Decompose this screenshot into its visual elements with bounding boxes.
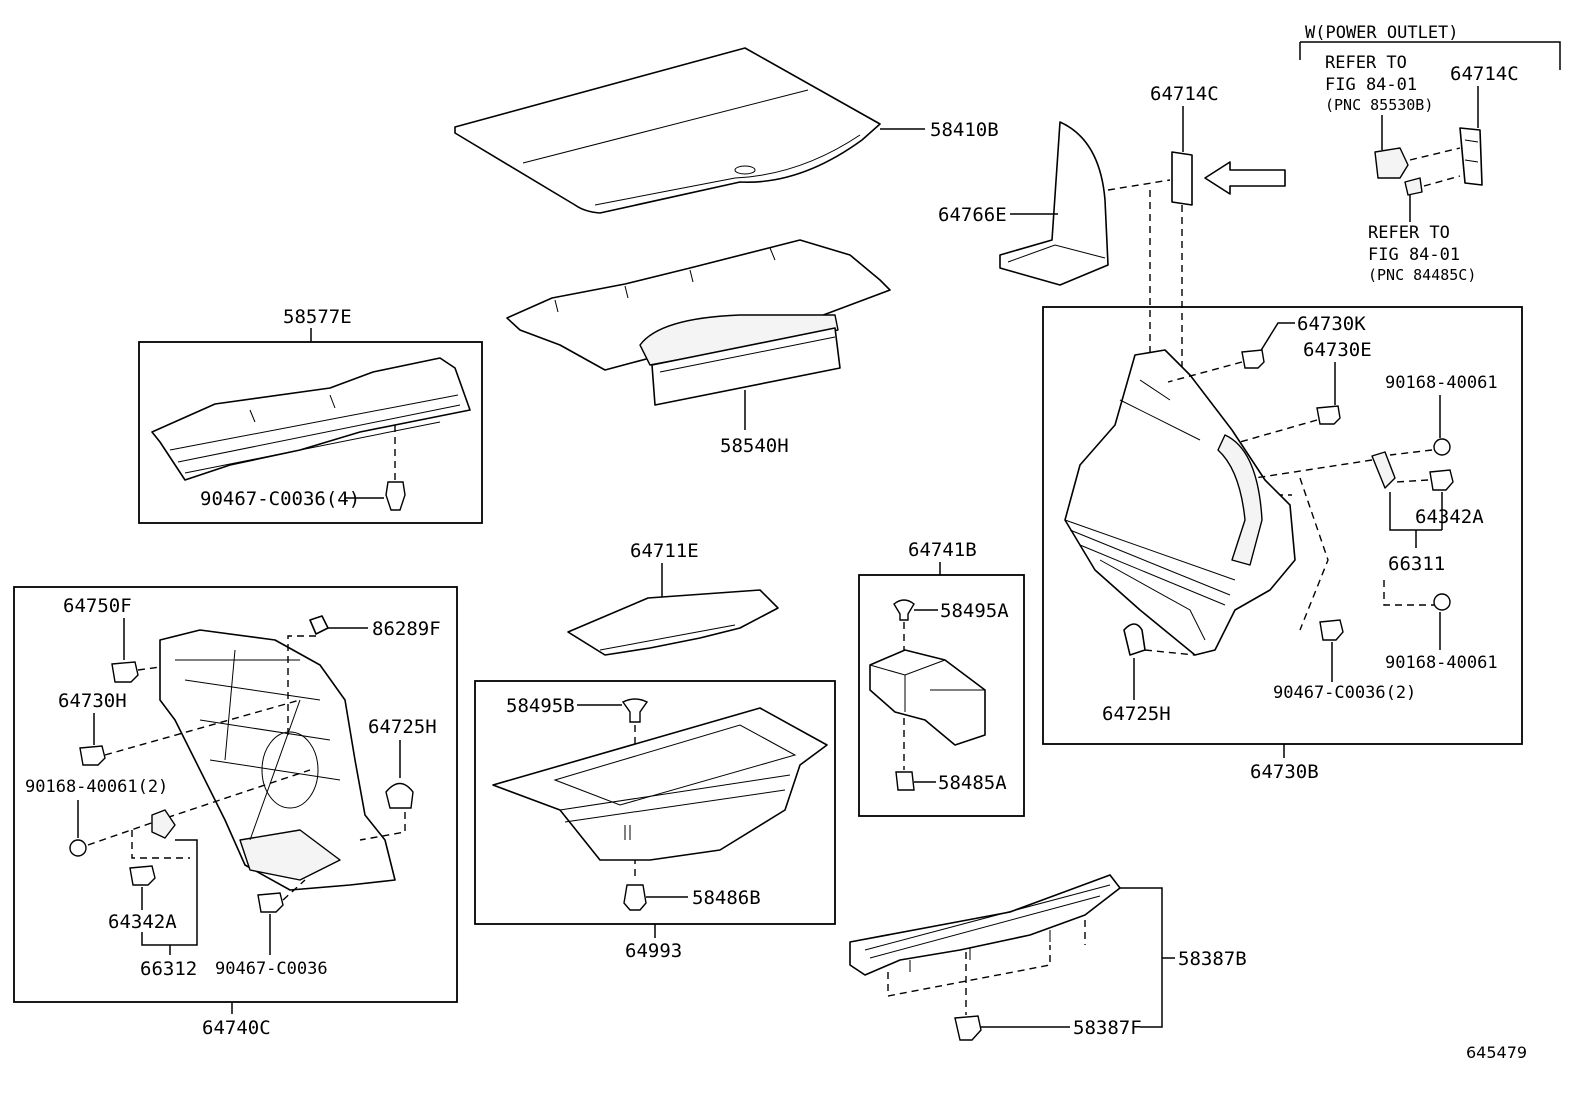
note-refer2-line1: REFER TO — [1368, 223, 1450, 243]
label-64725H-l: 64725H — [368, 716, 437, 738]
note-refer2-line2: FIG 84-01 — [1368, 245, 1460, 265]
hook-64725H-r[interactable] — [1123, 623, 1146, 656]
clip-90467-C0036[interactable] — [257, 892, 284, 913]
trim-panel-64730B[interactable] — [1064, 349, 1296, 656]
label-64730B: 64730B — [1250, 761, 1319, 783]
clip-64730H[interactable] — [79, 745, 106, 766]
label-58495A: 58495A — [940, 600, 1009, 622]
label-86289F: 86289F — [372, 618, 441, 640]
step-plate-58387B[interactable] — [849, 874, 1121, 976]
label-64342A-l: 64342A — [108, 911, 177, 933]
label-58577E: 58577E — [283, 306, 352, 328]
label-58495B: 58495B — [506, 695, 575, 717]
nut-58485A[interactable] — [895, 771, 915, 791]
label-58387F: 58387F — [1073, 1017, 1142, 1039]
sill-plate-58577E[interactable] — [151, 357, 471, 511]
label-90168-40061-2: 90168-40061(2) — [25, 777, 168, 797]
label-90467-C0036-4: 90467-C0036(4) — [200, 488, 360, 510]
note-refer2-pnc: (PNC 84485C) — [1368, 266, 1476, 284]
box-64730B — [1042, 306, 1523, 745]
label-64711E: 64711E — [630, 540, 699, 562]
figure-id: 645479 — [1466, 1043, 1527, 1062]
bolt-90168-40061-2[interactable] — [69, 839, 87, 857]
label-64714C-b: 64714C — [1450, 63, 1519, 85]
clip-90467-C0036-2[interactable] — [1319, 619, 1344, 641]
label-64342A-r: 64342A — [1415, 506, 1484, 528]
cover-64711E[interactable] — [567, 589, 779, 656]
label-58387B: 58387B — [1178, 948, 1247, 970]
label-58486B: 58486B — [692, 887, 761, 909]
clip-58495B[interactable] — [621, 698, 649, 723]
label-66311: 66311 — [1388, 553, 1445, 575]
label-64993: 64993 — [625, 940, 682, 962]
label-90467-C0036-2: 90467-C0036(2) — [1273, 683, 1416, 703]
package-tray-58540H[interactable] — [506, 239, 891, 430]
label-64730E: 64730E — [1303, 339, 1372, 361]
clip-58495A[interactable] — [893, 599, 915, 621]
bolt-90168-40061-b[interactable] — [1433, 593, 1451, 611]
label-58540H: 58540H — [720, 435, 789, 457]
trim-panel-64740C[interactable] — [159, 629, 396, 891]
label-64741B: 64741B — [908, 539, 977, 561]
cover-64714C[interactable] — [1171, 151, 1286, 206]
label-90168-40061-b: 90168-40061 — [1385, 653, 1498, 673]
bolt-90168-40061-a[interactable] — [1433, 438, 1451, 456]
label-90467-C0036: 90467-C0036 — [215, 959, 328, 979]
power-outlet-socket[interactable] — [1374, 127, 1483, 196]
note-refer1-line1: REFER TO — [1325, 53, 1407, 73]
clip-58387F[interactable] — [954, 1015, 982, 1041]
clip-86289F[interactable] — [309, 615, 329, 635]
box-64741B — [858, 574, 1025, 817]
label-58485A: 58485A — [938, 772, 1007, 794]
clip-64342A-r[interactable] — [1429, 469, 1454, 491]
deck-board-58410B[interactable] — [454, 47, 925, 214]
luggage-tray-64993[interactable] — [492, 707, 828, 861]
label-64740C: 64740C — [202, 1017, 271, 1039]
label-66312: 66312 — [140, 958, 197, 980]
bracket-66312[interactable] — [151, 809, 176, 839]
nut-58486B[interactable] — [623, 884, 647, 911]
bracket-66311[interactable] — [1371, 451, 1396, 489]
note-power-outlet: W(POWER OUTLET) — [1305, 23, 1459, 43]
label-64714C-a: 64714C — [1150, 83, 1219, 105]
label-90168-40061-a: 90168-40061 — [1385, 373, 1498, 393]
label-64730K: 64730K — [1297, 313, 1366, 335]
label-64730H: 64730H — [58, 690, 127, 712]
note-refer1-line2: FIG 84-01 — [1325, 75, 1417, 95]
hook-64725H-l[interactable] — [385, 782, 414, 809]
clip-64730E[interactable] — [1316, 405, 1341, 425]
label-64766E: 64766E — [938, 204, 1007, 226]
label-58410B: 58410B — [930, 119, 999, 141]
side-panel-64766E[interactable] — [999, 121, 1109, 286]
label-64725H-r: 64725H — [1102, 703, 1171, 725]
box-64740C — [13, 586, 458, 1003]
clip-64342A-l[interactable] — [129, 865, 156, 886]
clip-64730K[interactable] — [1241, 349, 1265, 369]
label-64750F: 64750F — [63, 595, 132, 617]
spacer-block-64741B[interactable] — [869, 649, 986, 746]
box-58577E — [138, 341, 483, 524]
note-refer1-pnc: (PNC 85530B) — [1325, 96, 1433, 114]
clip-64750F[interactable] — [111, 661, 139, 683]
